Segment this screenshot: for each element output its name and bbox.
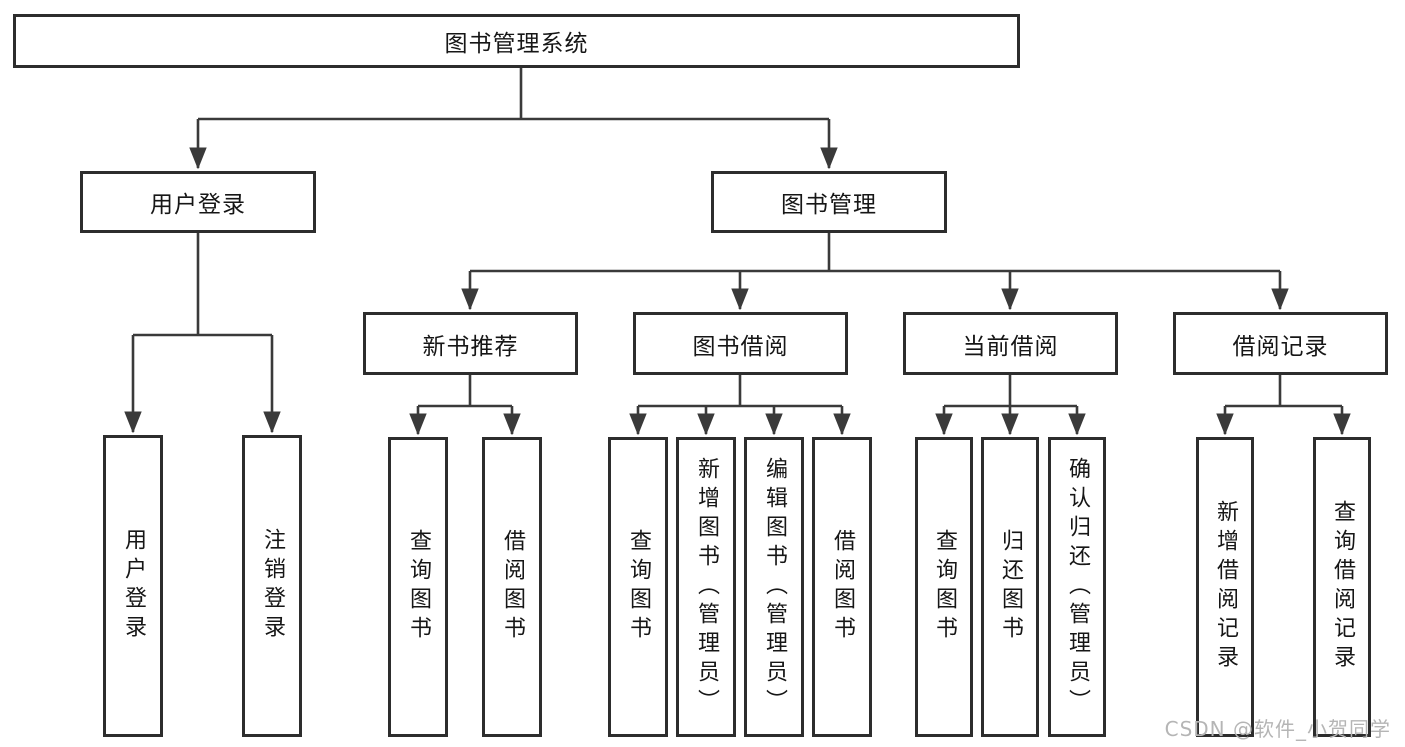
node-leaf-query-books-2: 查询图书	[608, 437, 668, 737]
node-leaf-confirm-return-admin: 确认归还（管理员）	[1048, 437, 1106, 737]
node-leaf-add-borrow-record: 新增借阅记录	[1196, 437, 1254, 737]
node-book-management: 图书管理	[711, 171, 947, 233]
node-new-book-recommend: 新书推荐	[363, 312, 578, 375]
node-leaf-query-borrow-record: 查询借阅记录	[1313, 437, 1371, 737]
node-leaf-borrow-books-2: 借阅图书	[812, 437, 872, 737]
node-leaf-user-login: 用户登录	[103, 435, 163, 737]
node-root-system: 图书管理系统	[13, 14, 1020, 68]
node-leaf-query-books-3: 查询图书	[915, 437, 973, 737]
node-leaf-query-books-1: 查询图书	[388, 437, 448, 737]
node-current-borrow: 当前借阅	[903, 312, 1118, 375]
watermark: CSDN @软件_小贺同学	[1164, 717, 1391, 741]
node-borrow-records: 借阅记录	[1173, 312, 1388, 375]
node-leaf-add-book-admin: 新增图书（管理员）	[676, 437, 736, 737]
node-leaf-borrow-books-1: 借阅图书	[482, 437, 542, 737]
node-book-borrow: 图书借阅	[633, 312, 848, 375]
node-leaf-logout: 注销登录	[242, 435, 302, 737]
node-leaf-return-book: 归还图书	[981, 437, 1039, 737]
node-user-login: 用户登录	[80, 171, 316, 233]
node-leaf-edit-book-admin: 编辑图书（管理员）	[744, 437, 804, 737]
